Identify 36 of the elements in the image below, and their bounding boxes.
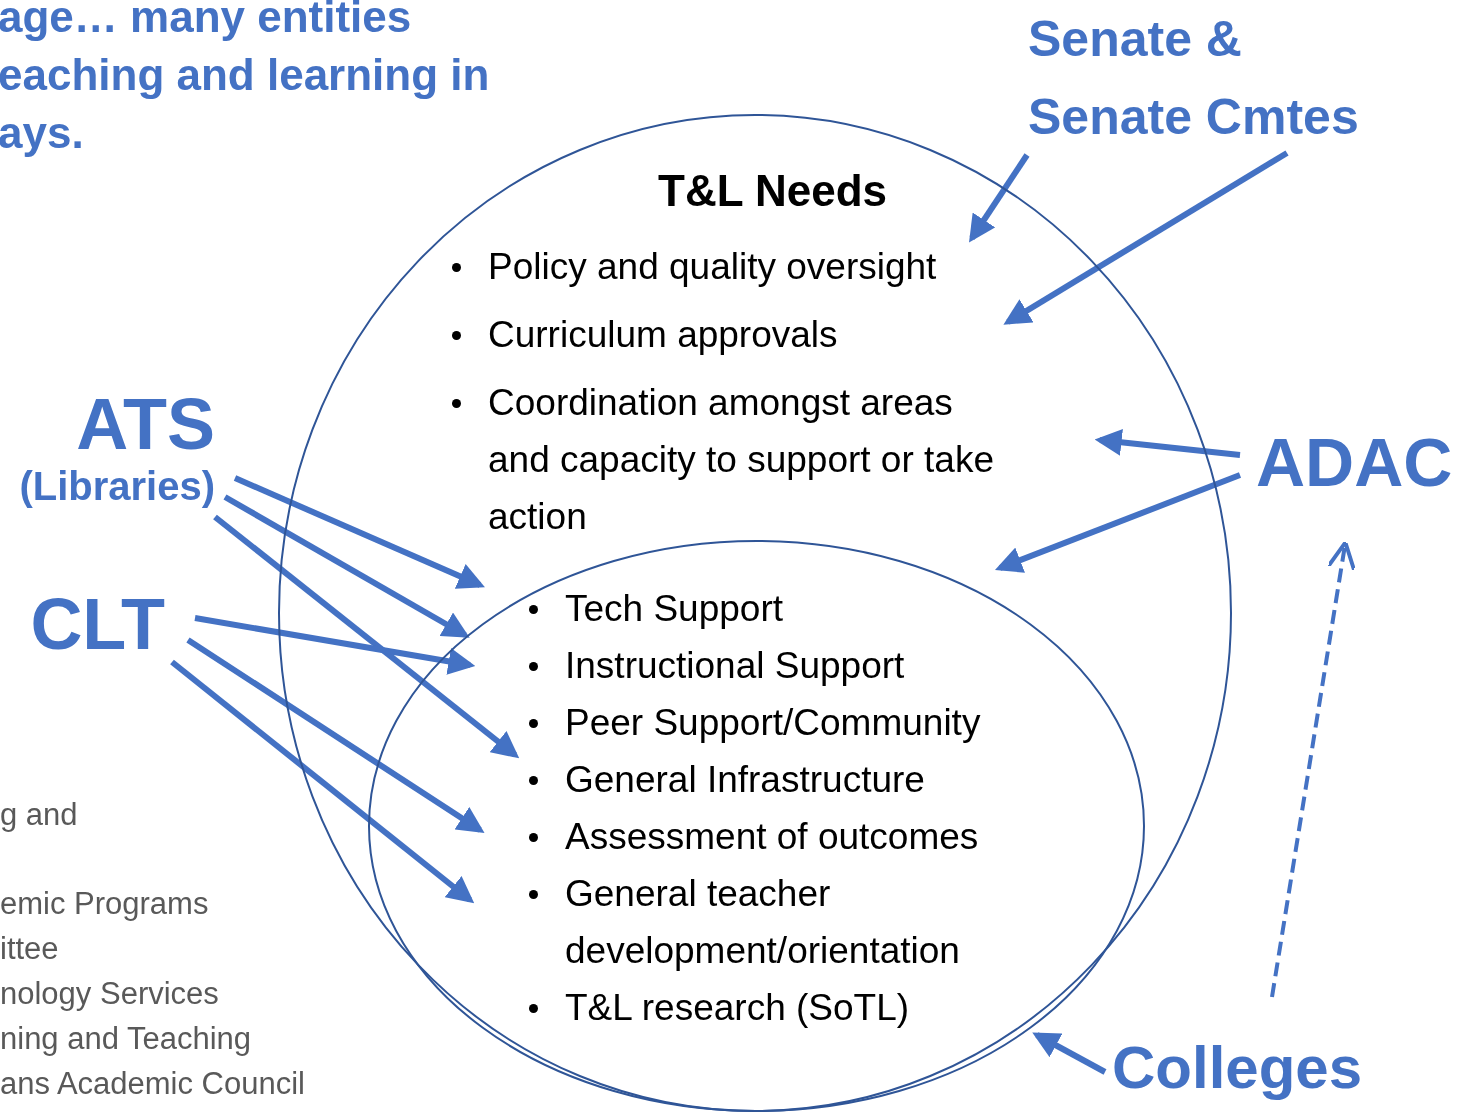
note-text: nology Services [0, 976, 219, 1012]
bullet-item: General Infrastructure [565, 759, 925, 800]
arrow [1003, 150, 1289, 325]
entity-label: ADAC [1256, 425, 1454, 500]
entity-label: CLT [30, 585, 165, 664]
arrow [969, 153, 1030, 243]
entity-label: ATS [75, 385, 215, 464]
arrow [213, 514, 520, 759]
arrow [170, 659, 475, 904]
bullet-item: Instructional Support [565, 645, 905, 686]
entity-label: (Libraries) [18, 464, 215, 508]
note-text: ittee [0, 931, 59, 967]
bullet-item: Coordination amongst areas and capacity to support or take action [488, 382, 994, 537]
heading: T&L Needs [658, 166, 888, 216]
arrow [233, 475, 485, 589]
bullet-item: General teacher development/orientation [565, 873, 960, 971]
bullet-item: Tech Support [565, 588, 784, 629]
entity-label: Colleges [1112, 1035, 1364, 1101]
arrow [994, 472, 1242, 573]
bullet-item: T&L research (SoTL) [565, 987, 910, 1028]
bullet-item: Peer Support/Community [565, 702, 981, 743]
note-text: ning and Teaching [0, 1021, 252, 1057]
note-text: emic Programs [0, 886, 209, 922]
heading-fragment: eaching and learning in [0, 50, 490, 100]
arrow [1032, 1032, 1107, 1075]
note-text: ans Academic Council [0, 1066, 305, 1102]
arrow [1270, 540, 1357, 998]
arrow [1094, 428, 1241, 458]
note-text: g and [0, 797, 78, 833]
arrow [186, 637, 485, 833]
arrow [194, 615, 476, 675]
bullet-item: Policy and quality oversight [488, 246, 937, 287]
bullet-item: Curriculum approvals [488, 314, 838, 355]
bullet-item: Assessment of outcomes [565, 816, 979, 857]
arrow [223, 494, 470, 638]
entity-label: Senate & Senate Cmtes [1028, 10, 1360, 147]
